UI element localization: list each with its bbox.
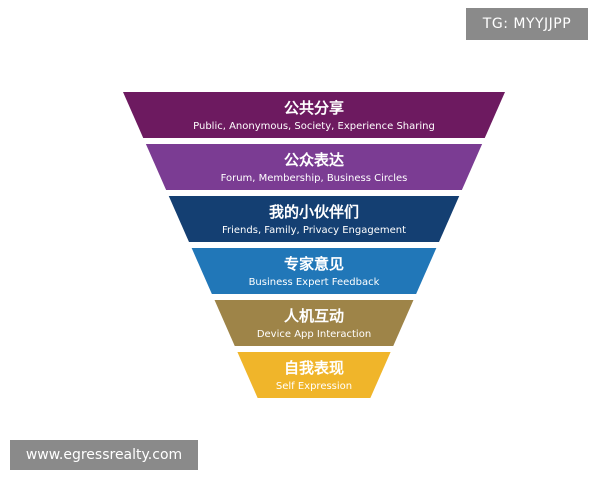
- funnel-tier: 我的小伙伴们 Friends, Family, Privacy Engagemen…: [168, 196, 460, 242]
- funnel-tier-subtitle: Self Expression: [276, 381, 352, 392]
- funnel-tier-shape: [123, 92, 505, 138]
- funnel-tier: 人机互动 Device App Interaction: [214, 300, 414, 346]
- funnel-tier-shape: [191, 248, 437, 294]
- funnel-tier-title: 公众表达: [284, 151, 344, 169]
- funnel-tier-title: 自我表现: [284, 359, 344, 377]
- funnel-tier-title: 我的小伙伴们: [269, 203, 359, 221]
- funnel-tier-title: 人机互动: [284, 307, 344, 325]
- funnel-tier: 公众表达 Forum, Membership, Business Circles: [145, 144, 483, 190]
- website-watermark: www.egressrealty.com: [10, 440, 198, 470]
- funnel-tier-shape: [237, 352, 391, 398]
- funnel-tier-subtitle: Device App Interaction: [257, 329, 371, 340]
- funnel-tier: 专家意见 Business Expert Feedback: [191, 248, 437, 294]
- funnel-tier-title: 公共分享: [284, 99, 344, 117]
- funnel-tier-subtitle: Public, Anonymous, Society, Experience S…: [193, 121, 435, 132]
- tag-label: TG: MYYJJPP: [466, 8, 588, 40]
- funnel-tier-subtitle: Friends, Family, Privacy Engagement: [222, 225, 406, 236]
- funnel-tier: 自我表现 Self Expression: [237, 352, 391, 398]
- funnel-tier-shape: [168, 196, 460, 242]
- funnel-tier: 公共分享 Public, Anonymous, Society, Experien…: [123, 92, 505, 138]
- funnel-tier-shape: [214, 300, 414, 346]
- funnel-tier-subtitle: Business Expert Feedback: [249, 277, 380, 288]
- funnel-tier-subtitle: Forum, Membership, Business Circles: [221, 173, 408, 184]
- funnel-tier-shape: [145, 144, 483, 190]
- funnel-tier-title: 专家意见: [284, 255, 344, 273]
